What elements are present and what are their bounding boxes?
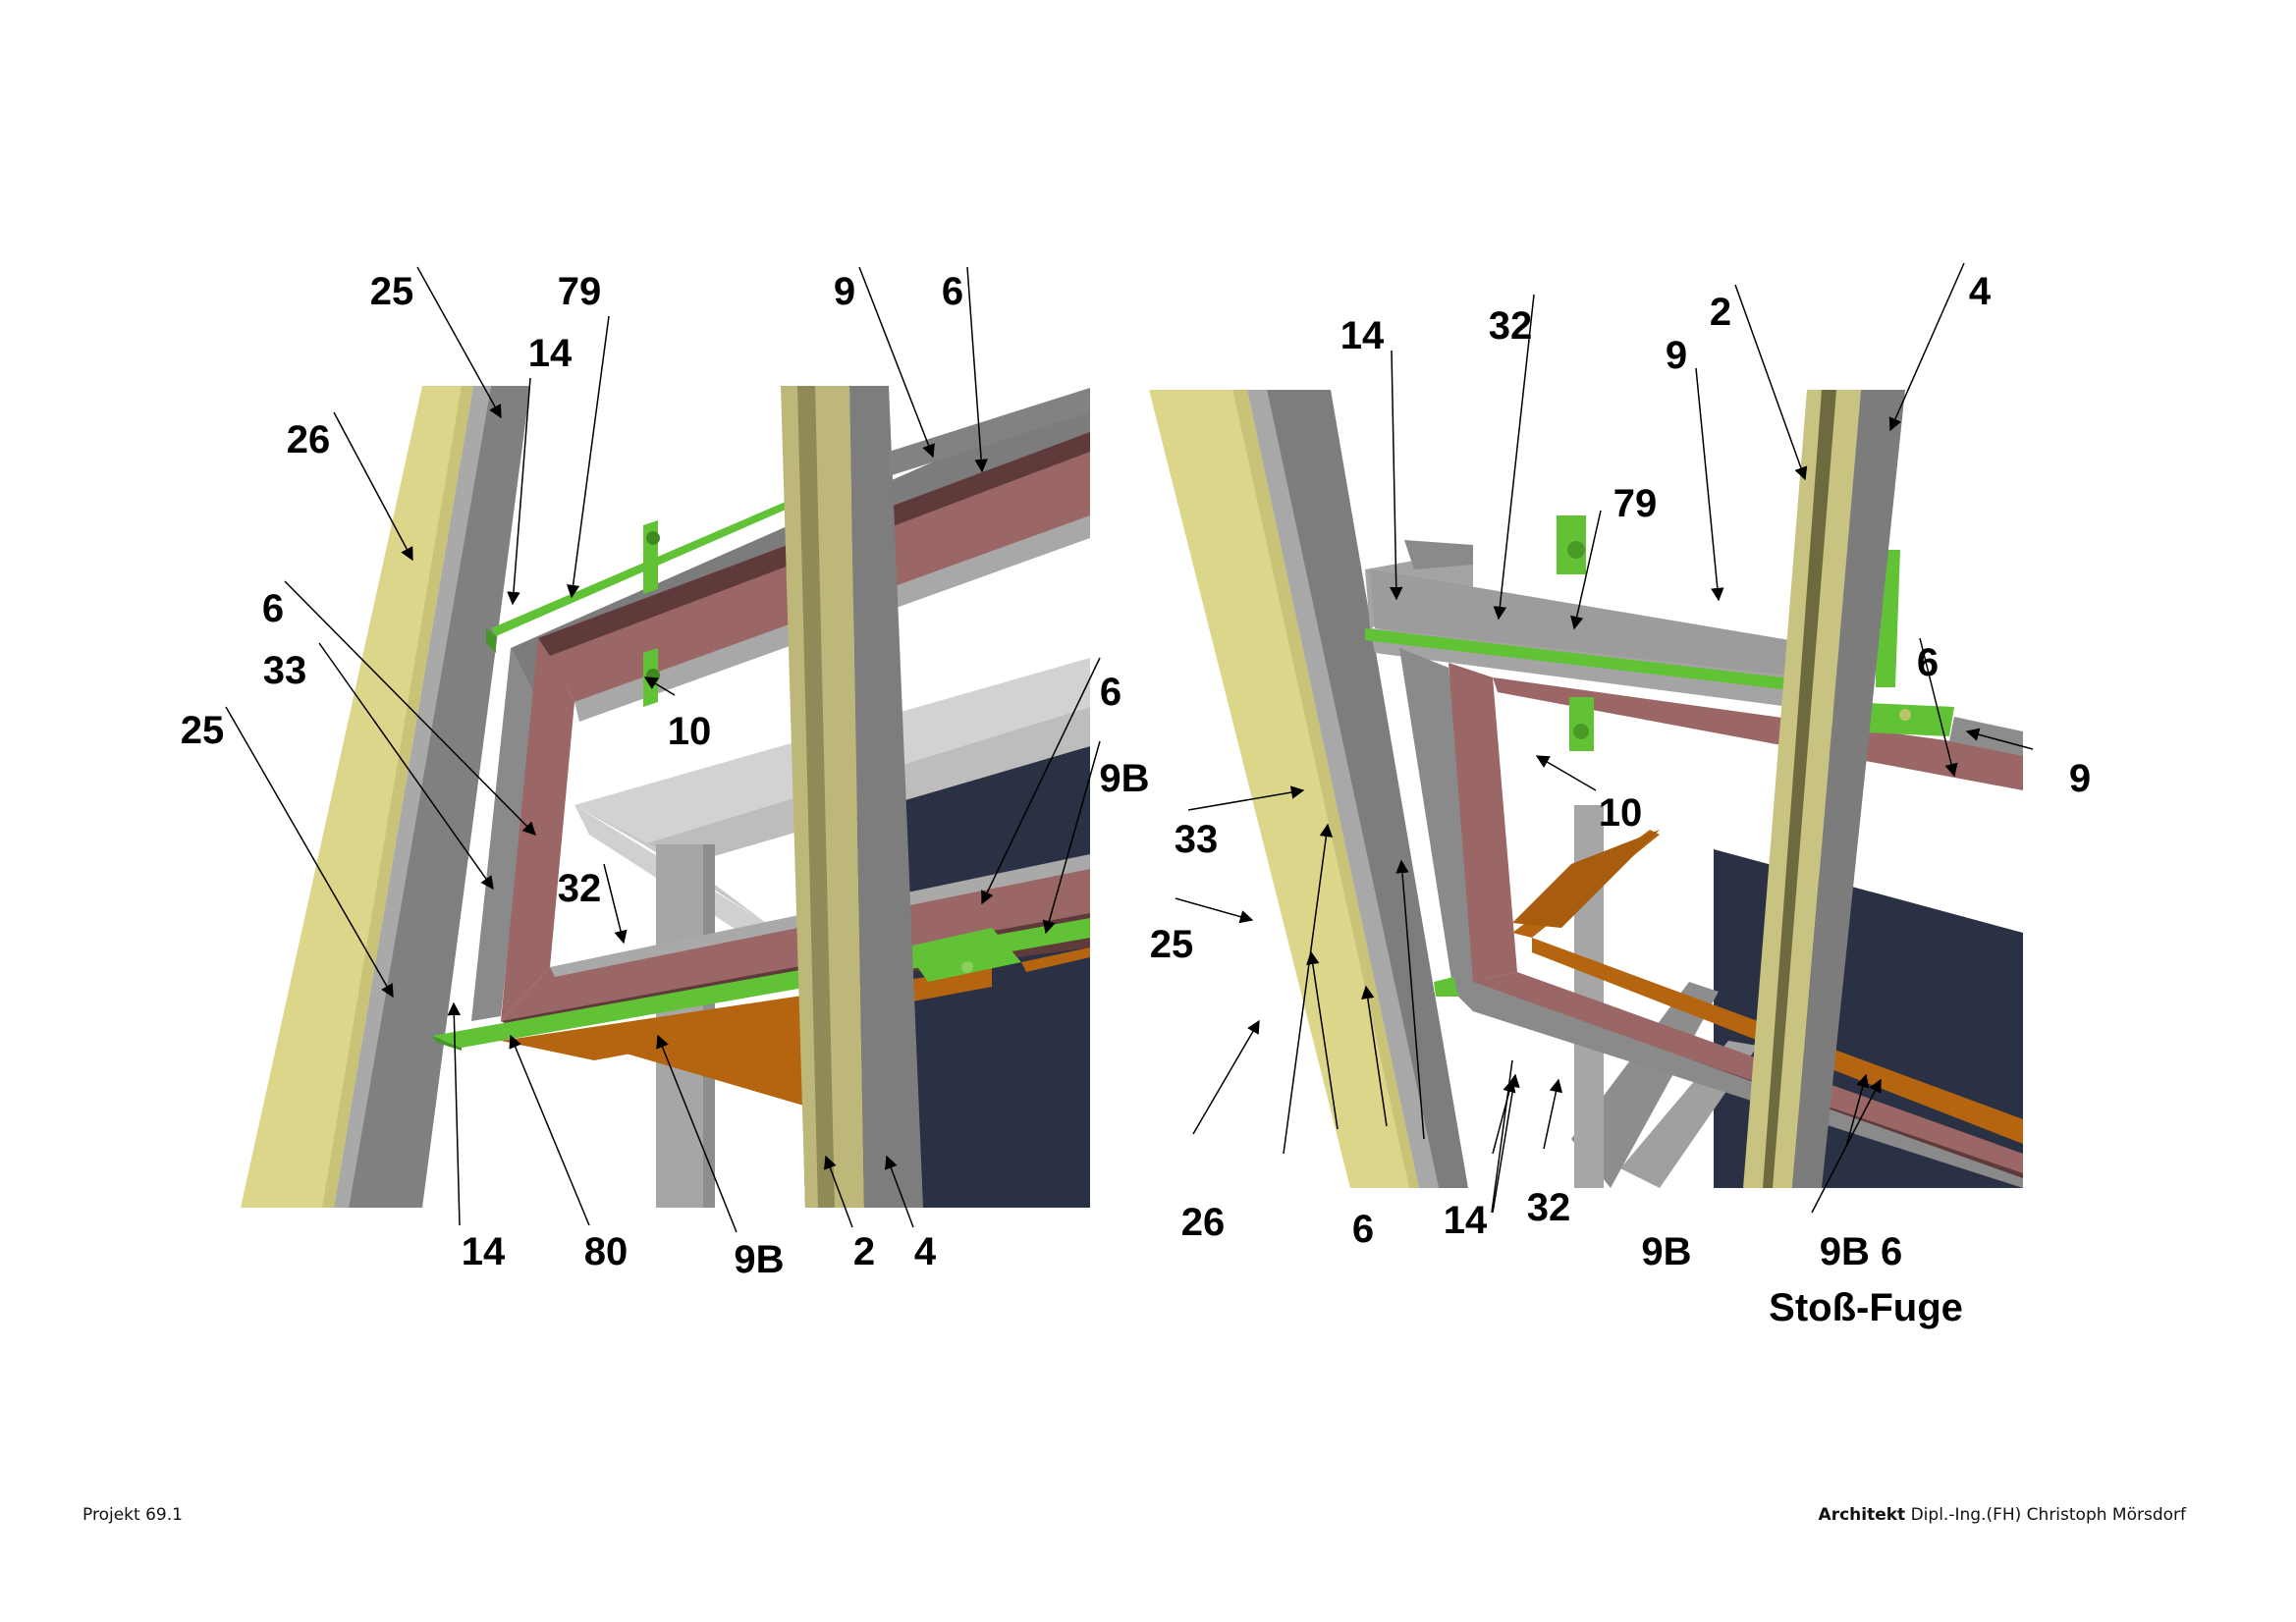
callout-25-mid: 25 [180,709,225,752]
callout-80: 80 [583,1230,629,1273]
callout-r-79: 79 [1613,482,1658,525]
callout-6-right: 6 [1099,671,1122,714]
callout-r-32-bottom: 32 [1526,1186,1571,1229]
architect-title: Architekt [1818,1505,1906,1525]
callout-6-mid: 6 [261,587,285,630]
callout-r-2: 2 [1709,291,1732,334]
callout-stoss-fuge: Stoß-Fuge [1769,1286,1963,1329]
callout-r-14-top: 14 [1339,314,1385,357]
callout-r-9b-bottom: 9B [1641,1230,1692,1273]
callout-r-25: 25 [1149,923,1194,966]
callout-14-top: 14 [527,332,573,375]
callout-79: 79 [557,270,602,313]
callout-r-10: 10 [1598,791,1643,835]
callout-9-top: 9 [833,270,856,313]
callout-r-26: 26 [1180,1201,1226,1244]
callout-14-bottom: 14 [461,1230,506,1273]
architect-credit: Architekt Dipl.-Ing.(FH) Christoph Mörsd… [1819,1505,2186,1525]
project-number: Projekt 69.1 [82,1505,183,1525]
callout-10: 10 [667,710,712,753]
callout-r-32-top: 32 [1488,304,1533,348]
callout-r-6-right: 6 [1916,641,1940,684]
callout-r-33: 33 [1174,818,1219,861]
callout-r-9-right: 9 [2068,757,2092,800]
callout-25-top: 25 [369,270,414,313]
callout-2: 2 [852,1230,876,1273]
callout-9b-right: 9B [1099,757,1150,800]
callout-4: 4 [913,1230,937,1273]
callout-r-9-top: 9 [1665,334,1688,377]
callout-32: 32 [557,867,602,910]
architect-name: Dipl.-Ing.(FH) Christoph Mörsdorf [1905,1505,2186,1525]
callout-r-6-bottom: 6 [1351,1208,1375,1251]
callout-6-top: 6 [941,270,964,313]
callout-9b-bottom: 9B [734,1238,785,1281]
callout-r-9b-6: 9B 6 [1819,1230,1903,1273]
callout-r-4: 4 [1968,270,1992,313]
callout-r-14-bottom: 14 [1443,1199,1488,1242]
callout-33: 33 [262,649,307,692]
callout-26: 26 [286,418,331,461]
